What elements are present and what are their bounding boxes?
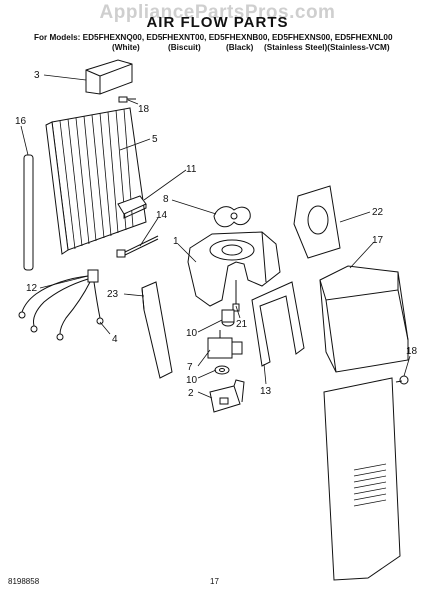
part-16-bar <box>23 154 34 271</box>
callout-3: 3 <box>34 70 40 81</box>
color-stainless: (Stainless Steel)(Stainless-VCM) <box>264 43 390 52</box>
callout-23: 23 <box>107 289 119 300</box>
part-1-air-duct <box>187 231 281 307</box>
callout-18-top: 18 <box>138 104 150 115</box>
part-22-damper <box>293 185 341 259</box>
part-7-fan-motor <box>207 330 243 359</box>
callout-18-bottom: 18 <box>406 346 418 357</box>
callout-8: 8 <box>163 194 169 205</box>
part-11-block <box>117 195 147 219</box>
part-17-large-cover <box>319 265 409 373</box>
callout-2: 2 <box>188 388 194 399</box>
part-21-pin <box>232 280 240 312</box>
callout-13: 13 <box>260 386 272 397</box>
page-title: AIR FLOW PARTS <box>146 14 289 31</box>
callout-12: 12 <box>26 283 38 294</box>
part-18-screw-top <box>118 96 136 103</box>
callout-1: 1 <box>173 236 179 247</box>
part-14-screw <box>116 235 159 258</box>
callout-14: 14 <box>156 210 168 221</box>
part-10-bushing-lower <box>214 365 230 375</box>
callout-11: 11 <box>186 164 197 175</box>
part-13-gasket <box>251 281 305 367</box>
part-3-cover <box>85 59 133 95</box>
part-5-evaporator <box>45 107 147 255</box>
callout-7: 7 <box>187 362 193 373</box>
callout-10-lower: 10 <box>186 375 198 386</box>
part-18-screw-bottom <box>395 375 409 385</box>
callout-4: 4 <box>112 334 118 345</box>
callout-16: 16 <box>15 116 27 127</box>
lower-access-panel <box>323 377 401 581</box>
part-10-bushing-upper <box>221 309 235 327</box>
watermark: AppliancePartsPros.com <box>99 2 336 23</box>
models-line: For Models: ED5FHEXNQ00, ED5FHEXNT00, ED… <box>34 33 393 42</box>
leader-lines <box>20 74 411 399</box>
callout-21: 21 <box>236 319 248 330</box>
page-number: 17 <box>210 577 219 586</box>
part-2-bracket <box>209 379 245 413</box>
color-white: (White) <box>112 43 140 52</box>
part-12-wire-harness <box>18 269 104 341</box>
color-biscuit: (Biscuit) <box>168 43 201 52</box>
callout-17: 17 <box>372 235 384 246</box>
doc-number: 8198858 <box>8 577 40 586</box>
callout-10-upper: 10 <box>186 328 198 339</box>
part-8-fan-blade <box>213 206 251 228</box>
callout-22: 22 <box>372 207 384 218</box>
callout-5: 5 <box>152 134 158 145</box>
color-black: (Black) <box>226 43 254 52</box>
part-23-panel <box>141 281 173 379</box>
